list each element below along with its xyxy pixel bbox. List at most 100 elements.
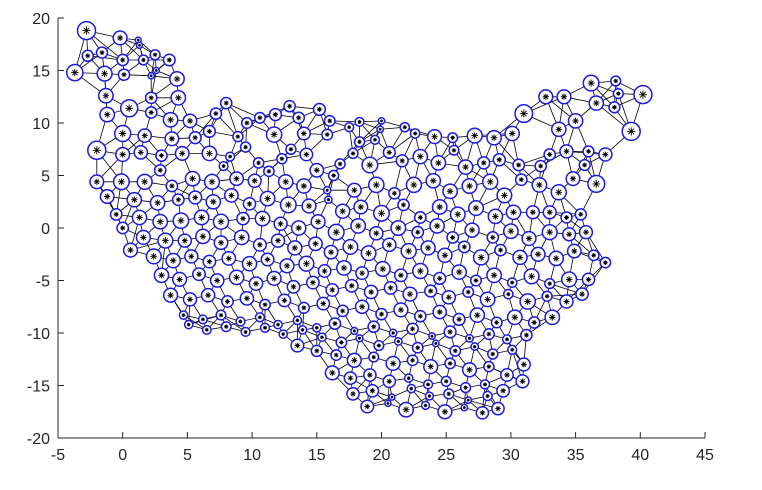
node-star: [206, 258, 213, 265]
node-star: [218, 239, 225, 246]
network-node: [327, 169, 340, 182]
node-star: [305, 202, 313, 210]
network-node: [422, 379, 434, 390]
node-star: [426, 382, 431, 387]
network-node: [496, 187, 513, 204]
node-star: [314, 325, 319, 330]
network-node: [135, 41, 144, 50]
network-node: [502, 288, 514, 300]
network-node: [153, 163, 167, 177]
network-node: [193, 209, 210, 226]
node-star: [312, 240, 319, 247]
node-star: [294, 342, 301, 349]
network-node: [428, 332, 436, 341]
node-star: [244, 120, 250, 126]
node-star: [611, 104, 617, 110]
network-node: [131, 209, 148, 226]
network-node: [462, 285, 475, 299]
network-node: [437, 247, 453, 264]
node-star: [415, 345, 421, 351]
network-node: [588, 95, 605, 111]
node-star: [546, 228, 554, 236]
network-node: [447, 132, 459, 144]
node-star: [471, 132, 479, 139]
node-star: [351, 187, 358, 194]
node-star: [320, 300, 327, 307]
network-node: [270, 233, 286, 248]
network-node: [153, 267, 170, 284]
network-node: [182, 292, 198, 307]
node-star: [221, 164, 226, 169]
node-star: [423, 403, 428, 408]
node-star: [602, 151, 609, 158]
node-star: [148, 95, 154, 101]
node-star: [501, 192, 508, 199]
network-node: [469, 307, 486, 323]
node-star: [627, 127, 636, 136]
network-node: [112, 30, 128, 46]
network-node: [534, 159, 548, 173]
network-node: [470, 342, 480, 352]
x-tick-label: 40: [631, 447, 649, 464]
network-node: [149, 49, 161, 61]
network-node: [254, 312, 266, 323]
network-node: [97, 87, 114, 104]
network-node: [292, 111, 306, 125]
node-star: [380, 119, 383, 123]
node-star: [462, 163, 469, 171]
network-node: [599, 256, 612, 269]
network-node: [363, 284, 379, 300]
network-node: [377, 116, 386, 125]
node-star: [553, 255, 560, 262]
node-star: [447, 361, 453, 366]
network-node: [65, 63, 84, 82]
network-node: [561, 227, 577, 242]
y-tick-label: 0: [41, 221, 50, 238]
network-node: [350, 217, 367, 234]
node-star: [321, 268, 328, 274]
node-star: [428, 288, 434, 294]
node-star: [555, 126, 562, 133]
network-node: [311, 322, 322, 333]
network-node: [116, 53, 130, 67]
node-star: [510, 347, 515, 352]
network-node: [578, 158, 591, 172]
node-star: [329, 369, 336, 377]
node-star: [156, 218, 164, 225]
network-node: [512, 249, 528, 266]
node-star: [266, 169, 272, 174]
network-node: [420, 240, 436, 256]
network-node: [457, 159, 474, 175]
node-star: [175, 197, 181, 203]
node-star: [437, 275, 443, 282]
x-tick-label: 0: [118, 447, 127, 464]
node-star: [169, 257, 177, 264]
node-star: [456, 316, 462, 323]
network-node: [486, 129, 502, 146]
network-node: [491, 401, 505, 416]
network-node: [482, 390, 493, 402]
network-node: [559, 144, 574, 159]
node-star: [564, 215, 570, 220]
network-node: [279, 258, 295, 274]
network-node: [241, 255, 258, 272]
network-node: [556, 89, 572, 105]
network-node: [99, 188, 115, 205]
node-star: [572, 117, 579, 125]
network-node: [405, 176, 423, 194]
network-node: [205, 193, 222, 210]
node-star: [519, 378, 526, 385]
node-star: [228, 154, 233, 159]
network-node: [433, 271, 447, 286]
node-star: [474, 311, 481, 319]
network-node: [582, 74, 600, 92]
node-star: [579, 291, 585, 297]
network-node: [400, 242, 417, 260]
node-star: [372, 181, 380, 189]
network-node: [355, 334, 364, 343]
node-star: [518, 177, 524, 183]
node-star: [291, 244, 298, 252]
network-node: [423, 358, 439, 375]
network-node: [413, 211, 427, 224]
network-node: [420, 400, 431, 411]
